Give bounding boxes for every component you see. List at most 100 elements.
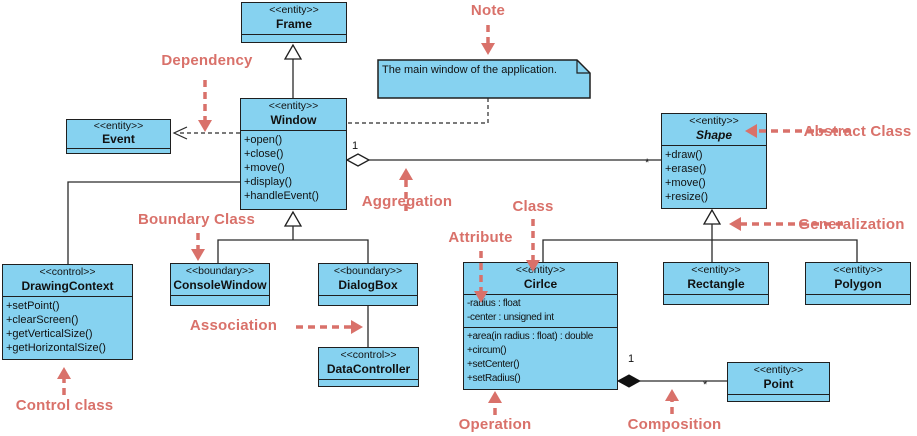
empty-compartment (728, 394, 829, 401)
class-name: Point (763, 377, 794, 391)
class-header: <<entity>> Event (67, 120, 170, 148)
class-point[interactable]: <<entity>> Point (727, 362, 830, 402)
class-header: <<entity>> Shape (662, 114, 766, 145)
stereotype-label: <<entity>> (689, 115, 739, 127)
annotation-note: Note (470, 2, 506, 19)
empty-compartment (242, 34, 346, 42)
empty-compartment (171, 295, 269, 305)
attribute: -center : unsigned int (467, 312, 554, 323)
generalization-window-frame[interactable] (283, 43, 303, 98)
class-header: <<entity>> Point (728, 363, 829, 394)
class-name: Polygon (834, 277, 882, 291)
association-window-drawingcontext[interactable] (67, 181, 240, 264)
stereotype-label: <<entity>> (268, 100, 319, 112)
operation: +open() (244, 134, 283, 146)
stereotype-label: <<boundary>> (185, 265, 255, 277)
class-datacontroller[interactable]: <<control>> DataController (318, 347, 419, 387)
annotation-attribute: Attribute (448, 229, 513, 246)
class-consolewindow[interactable]: <<boundary>> ConsoleWindow (170, 263, 270, 306)
note-text: The main window of the application. (382, 64, 557, 76)
class-window[interactable]: <<entity>> Window +open() +close() +move… (240, 98, 347, 210)
operation: +display() (244, 176, 292, 188)
class-name: DialogBox (338, 278, 398, 292)
annotation-control-class: Control class (15, 397, 114, 414)
operation: +circum() (467, 345, 507, 356)
operations-compartment: +area(in radius : float) : double +circu… (464, 327, 617, 388)
dependency-arrowhead (172, 126, 188, 140)
class-name: Cirlce (523, 277, 558, 291)
annotation-dependency: Dependency (161, 52, 253, 69)
operation: +clearScreen() (6, 314, 79, 326)
class-polygon[interactable]: <<entity>> Polygon (805, 262, 911, 305)
class-name: DataController (326, 362, 411, 376)
empty-compartment (67, 148, 170, 153)
operation: +resize() (665, 191, 709, 203)
composition-diamond (616, 374, 642, 388)
operation: +draw() (665, 149, 703, 161)
annotation-class: Class (512, 198, 554, 215)
multiplicity-label: 1 (352, 140, 359, 152)
operations-compartment: +draw() +erase() +move() +resize() (662, 145, 766, 206)
class-header: <<entity>> Cirlce (464, 263, 617, 294)
class-dialogbox[interactable]: <<boundary>> DialogBox (318, 263, 418, 306)
operation: +move() (244, 162, 285, 174)
note-anchor-connector[interactable] (347, 98, 489, 124)
class-frame[interactable]: <<entity>> Frame (241, 2, 347, 43)
annotation-abstract-class: Abstract Class (803, 123, 912, 140)
aggregation-window-shape[interactable] (345, 153, 661, 167)
class-header: <<entity>> Polygon (806, 263, 910, 294)
multiplicity-label: 1 (628, 353, 635, 365)
class-name: Rectangle (687, 277, 745, 291)
class-name: Frame (275, 17, 313, 31)
stereotype-label: <<control>> (340, 349, 397, 361)
annotation-generalization: Generalization (798, 216, 905, 233)
empty-compartment (319, 295, 417, 305)
class-header: <<control>> DataController (319, 348, 418, 379)
class-name: Event (102, 132, 135, 146)
class-rectangle[interactable]: <<entity>> Rectangle (663, 262, 769, 305)
class-name: ConsoleWindow (173, 278, 267, 292)
annotation-composition: Composition (627, 416, 722, 433)
class-drawingcontext[interactable]: <<control>> DrawingContext +setPoint() +… (2, 264, 133, 360)
operation: +setCenter() (467, 359, 520, 370)
generalization-subclasses-shape[interactable] (542, 208, 858, 262)
operation: +setRadius() (467, 373, 521, 384)
stereotype-label: <<entity>> (515, 264, 566, 276)
class-header: <<entity>> Frame (242, 3, 346, 34)
note-fold-corner (576, 60, 590, 74)
class-name: Window (270, 113, 317, 127)
attribute: -radius : float (467, 298, 521, 309)
generalization-triangle (283, 43, 303, 60)
class-header: <<boundary>> ConsoleWindow (171, 264, 269, 295)
operation: +move() (665, 177, 706, 189)
empty-compartment (806, 294, 910, 304)
operations-compartment: +open() +close() +move() +display() +han… (241, 130, 346, 205)
composition-circle-point[interactable] (616, 374, 727, 388)
class-header: <<boundary>> DialogBox (319, 264, 417, 295)
class-event[interactable]: <<entity>> Event (66, 119, 171, 154)
operation: +close() (244, 148, 284, 160)
class-name: DrawingContext (21, 279, 114, 293)
annotation-aggregation: Aggregation (361, 193, 453, 210)
stereotype-label: <<entity>> (833, 264, 883, 276)
stereotype-label: <<entity>> (269, 4, 319, 16)
operation: +handleEvent() (244, 190, 319, 202)
class-header: <<control>> DrawingContext (3, 265, 132, 296)
dependency-window-event[interactable] (172, 126, 240, 140)
annotation-boundary-class: Boundary Class (138, 211, 255, 228)
class-header: <<entity>> Rectangle (664, 263, 768, 294)
multiplicity-label: * (645, 157, 650, 169)
attributes-compartment: -radius : float -center : unsigned int (464, 294, 617, 327)
note-shape[interactable] (377, 59, 591, 99)
operation: +area(in radius : float) : double (467, 331, 594, 342)
class-circle[interactable]: <<entity>> Cirlce -radius : float -cente… (463, 262, 618, 390)
generalization-subclasses-window[interactable] (217, 210, 369, 263)
stereotype-label: <<entity>> (753, 364, 804, 376)
stereotype-label: <<entity>> (691, 264, 741, 276)
annotation-operation: Operation (458, 416, 532, 433)
aggregation-diamond (345, 153, 371, 167)
empty-compartment (319, 379, 418, 386)
